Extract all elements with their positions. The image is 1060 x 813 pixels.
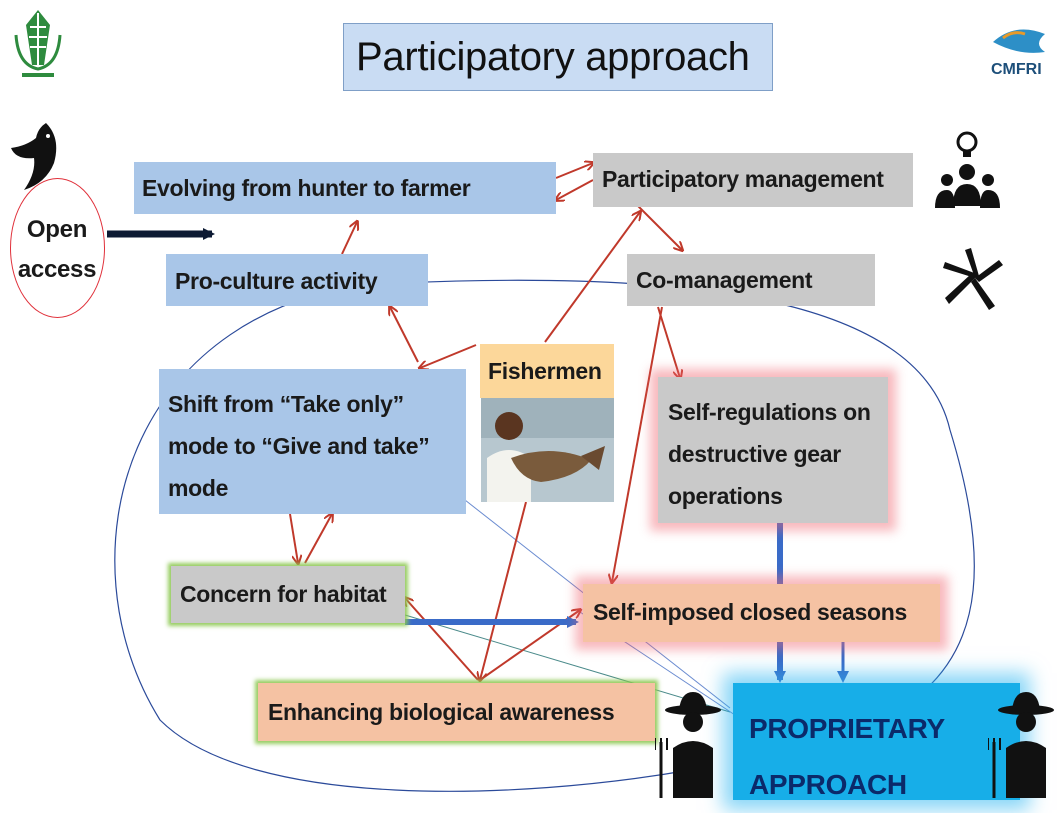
hands-circle-icon [943,248,1003,310]
self-regulations-label: Self-regulations on destructive gear ope… [668,399,871,509]
proprietary-approach-label: PROPRIETARY APPROACH [749,713,945,800]
concern-habitat-node: Concern for habitat [171,566,405,623]
pro-culture-node: Pro-culture activity [166,254,428,306]
closed-seasons-node: Self-imposed closed seasons [583,584,940,642]
fishermen-label: Fishermen [480,344,614,398]
thin-habitat-to-prop [404,614,731,713]
cmfri-logo-text: CMFRI [991,61,1042,78]
page-title: Participatory approach [343,23,773,91]
shift-mode-label: Shift from “Take only” mode to “Give and… [168,391,430,501]
open-access-node [10,178,105,318]
proprietary-approach-node: PROPRIETARY APPROACH [733,683,1020,800]
curve-outer-right [399,279,975,691]
self-regulations-node: Self-regulations on destructive gear ope… [658,377,888,523]
bio-awareness-node: Enhancing biological awareness [258,683,655,741]
farmer-icon-left [655,692,721,798]
co-management-node: Co-management [627,254,875,306]
hunter-farmer-node: Evolving from hunter to farmer [134,162,556,214]
team-idea-icon [935,131,1000,208]
curve-outer-left [114,279,691,792]
participatory-management-node: Participatory management [593,153,913,207]
shift-mode-node: Shift from “Take only” mode to “Give and… [159,369,466,514]
open-access-label: Open access [17,216,97,283]
shark-icon [11,123,57,190]
fisherman-photo [481,398,614,502]
icar-logo [14,10,62,77]
farmer-icon-right [988,692,1054,798]
cmfri-logo: CMFRI [991,29,1045,78]
